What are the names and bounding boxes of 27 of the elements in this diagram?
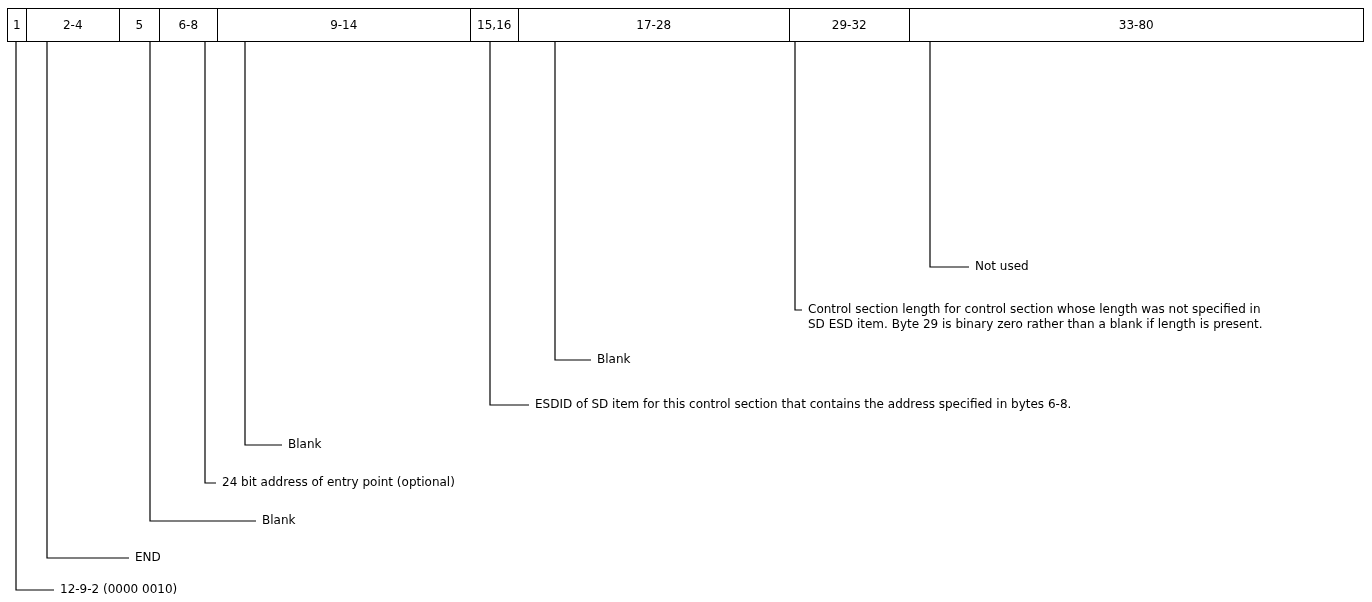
field-description: 12-9-2 (0000 0010)	[60, 582, 178, 597]
field-cell: 15,16	[469, 8, 519, 42]
field-description: Blank	[288, 437, 322, 452]
field-description: Blank	[597, 352, 631, 367]
leader-line	[15, 41, 55, 591]
field-cell: 9-14	[216, 8, 471, 42]
field-cell: 33-80	[908, 8, 1364, 42]
field-cell: 1	[6, 8, 27, 42]
field-cell: 6-8	[158, 8, 218, 42]
field-description: Blank	[262, 513, 296, 528]
leader-line	[244, 41, 283, 446]
field-description: Control section length for control section whose length was not specified in SD ESD item. Byte 29 is binary zero rather than a blank if length is present.	[808, 302, 1278, 332]
field-description: END	[135, 550, 161, 565]
field-cell: 29-32	[788, 8, 910, 42]
leader-line	[794, 41, 803, 311]
field-description: Not used	[975, 259, 1029, 274]
field-cell: 17-28	[517, 8, 790, 42]
field-description: 24 bit address of entry point (optional)	[222, 475, 455, 490]
leader-line	[489, 41, 530, 406]
leader-line	[204, 41, 217, 484]
leader-line	[149, 41, 257, 522]
leader-line	[46, 41, 130, 559]
field-cell: 5	[118, 8, 160, 42]
field-description: ESDID of SD item for this control section that contains the address specified in bytes 6-8.	[535, 397, 1072, 412]
leader-line	[929, 41, 970, 268]
field-cell: 2-4	[25, 8, 120, 42]
leader-line	[554, 41, 592, 361]
